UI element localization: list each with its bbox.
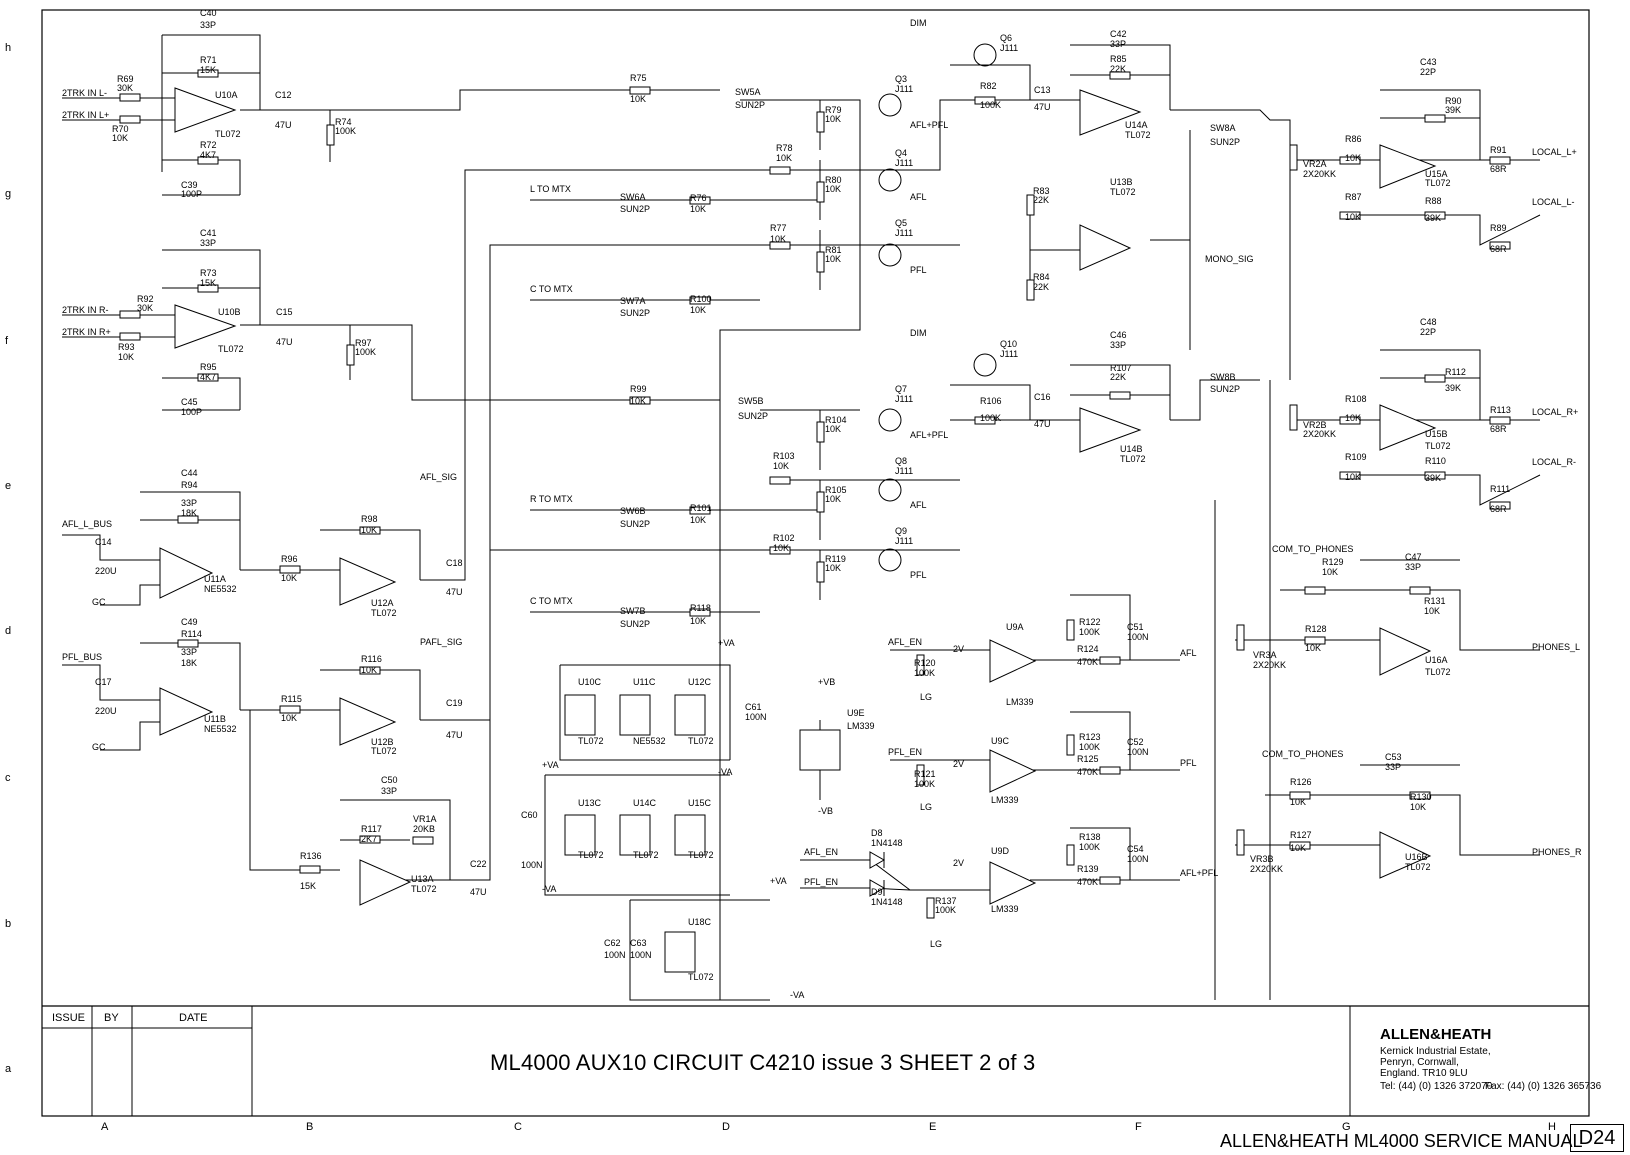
opamp-u15b xyxy=(1379,404,1437,451)
opamp-u14b xyxy=(1079,407,1142,453)
opamp-u11b xyxy=(159,687,214,736)
col-label-c: C xyxy=(514,1121,522,1133)
service-manual-footer: ALLEN&HEATH ML4000 SERVICE MANUAL xyxy=(1220,1131,1583,1151)
resistors xyxy=(119,69,1511,919)
opamp-u16b xyxy=(1379,831,1432,879)
col-label-a: A xyxy=(101,1121,109,1133)
row-label-a: a xyxy=(5,1063,12,1075)
row-label-e: e xyxy=(5,480,12,492)
opamps xyxy=(159,87,1437,906)
issue-header: ISSUE xyxy=(52,1012,86,1024)
opamp-u12a xyxy=(339,557,397,606)
opamp-u13a xyxy=(359,859,412,906)
drawing-border xyxy=(41,9,1590,1117)
col-label-f: F xyxy=(1135,1121,1142,1133)
opamp-u10b xyxy=(174,304,237,349)
address-line-3: England. TR10 9LU xyxy=(1380,1068,1468,1079)
col-label-e: E xyxy=(929,1121,937,1133)
col-label-g: G xyxy=(1342,1121,1351,1133)
opamp-u14a xyxy=(1079,89,1142,136)
power-boxes xyxy=(564,694,841,973)
opamp-u11a xyxy=(159,547,214,599)
address-line-1: Kernick Industrial Estate, xyxy=(1380,1046,1491,1057)
jfets xyxy=(878,43,997,572)
diodes xyxy=(869,851,886,897)
drawing-title: ML4000 AUX10 CIRCUIT C4210 issue 3 SHEET… xyxy=(490,1050,1036,1075)
comparator-u9a xyxy=(989,639,1037,683)
row-label-d: d xyxy=(5,625,12,637)
comparator-u9d xyxy=(989,861,1037,905)
comparator-u9c xyxy=(989,749,1037,793)
opamp-u10a xyxy=(174,87,237,133)
page-number: D24 xyxy=(1570,1124,1624,1152)
wiring xyxy=(62,34,1541,1001)
opamp-u16a xyxy=(1379,627,1432,676)
row-label-f: f xyxy=(5,335,9,347)
date-header: DATE xyxy=(179,1012,208,1024)
address-line-2: Penryn, Cornwall, xyxy=(1380,1057,1459,1068)
col-label-h: H xyxy=(1548,1121,1556,1133)
fax: Fax: (44) (0) 1326 365736 xyxy=(1485,1081,1602,1092)
opamp-u12b xyxy=(339,697,397,746)
col-label-b: B xyxy=(306,1121,314,1133)
opamp-u15a xyxy=(1379,144,1437,189)
row-label-g: g xyxy=(5,188,12,200)
row-label-b: b xyxy=(5,918,12,930)
company-logo: ALLEN&HEATH xyxy=(1380,1026,1492,1043)
col-label-d: D xyxy=(722,1121,730,1133)
row-label-c: c xyxy=(5,772,11,784)
telephone: Tel: (44) (0) 1326 372070 xyxy=(1380,1081,1493,1092)
row-label-h: h xyxy=(5,42,12,54)
by-header: BY xyxy=(104,1012,119,1024)
opamp-u13b xyxy=(1079,224,1132,271)
